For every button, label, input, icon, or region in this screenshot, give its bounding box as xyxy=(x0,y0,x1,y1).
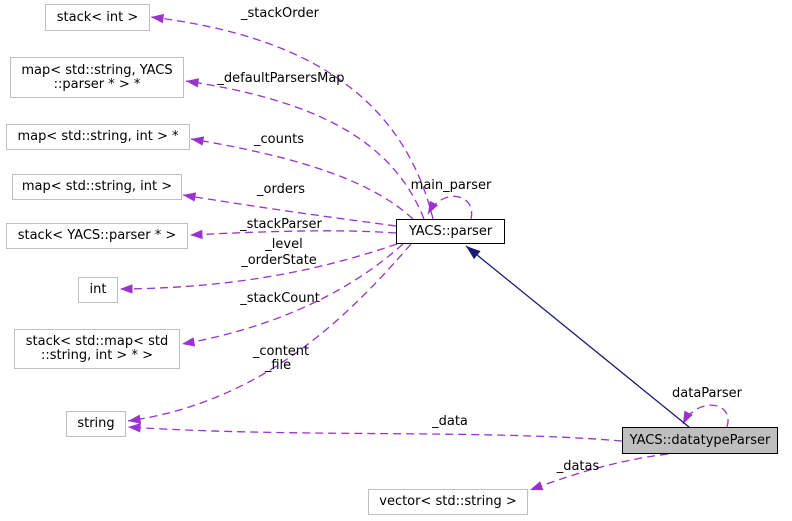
node-yacs-datatypeparser: YACS::datatypeParser xyxy=(622,427,778,454)
node-label-line2: ::string, int > * > xyxy=(41,348,153,363)
node-stack-map: stack< std::map< std ::string, int > * > xyxy=(14,329,180,369)
node-label: map< std::string, int > xyxy=(21,179,173,194)
node-label: stack< int > xyxy=(56,9,139,25)
node-stack-yacs-parser-ptr: stack< YACS::parser * > xyxy=(6,223,188,249)
edge-data-parser-selfloop xyxy=(682,404,729,428)
node-map-string-int-ptr: map< std::string, int > * xyxy=(6,124,190,150)
node-label: YACS::datatypeParser xyxy=(629,432,771,448)
edge-label-datas: _datas xyxy=(556,459,600,474)
node-vector-string: vector< std::string > xyxy=(368,489,528,515)
edge-default-parsers-map xyxy=(185,78,425,220)
edge-label-stack-order: _stackOrder xyxy=(241,6,319,21)
node-map-string-yacs-parser: map< std::string, YACS ::parser * > * xyxy=(10,57,184,98)
node-label-line1: stack< std::map< std xyxy=(25,334,169,349)
edge-label-main-parser: main_parser xyxy=(410,178,492,193)
edge-label-counts: _counts xyxy=(254,132,304,147)
node-yacs-parser[interactable]: YACS::parser xyxy=(396,219,505,244)
edge-stack-count xyxy=(181,243,404,347)
edge-label-default-parsers-map: _defaultParsersMap xyxy=(217,71,345,86)
edge-label-order-state: _orderState xyxy=(241,253,317,268)
edge-orders xyxy=(182,192,397,227)
node-string: string xyxy=(66,411,126,437)
node-int: int xyxy=(78,277,118,303)
edge-counts xyxy=(190,136,414,220)
edge-label-stack-parser: _stackParser xyxy=(240,217,322,232)
edge-stack-parser xyxy=(189,229,397,240)
edge-label-level: _level xyxy=(265,237,303,252)
node-label-line1: map< std::string, YACS xyxy=(21,62,173,78)
node-label-line2: ::parser * > * xyxy=(53,76,141,92)
edge-content-file xyxy=(127,243,412,424)
edge-label-orders: _orders xyxy=(257,182,305,197)
node-label: stack< YACS::parser * > xyxy=(17,228,177,243)
node-map-string-int: map< std::string, int > xyxy=(12,174,182,200)
edge-label-stack-count: _stackCount xyxy=(240,291,320,306)
node-label: YACS::parser xyxy=(408,223,493,239)
edge-label-content: _content xyxy=(252,344,310,359)
node-stack-int: stack< int > xyxy=(45,4,150,31)
edge-inheritance xyxy=(465,245,690,428)
edge-main-parser-selfloop xyxy=(427,195,473,220)
edge-stack-order xyxy=(150,13,434,220)
edge-data xyxy=(127,423,623,442)
edge-label-data-parser: dataParser xyxy=(672,386,742,401)
edge-label-data: _data xyxy=(432,414,468,429)
edge-label-file: _file xyxy=(264,358,292,373)
node-label: vector< std::string > xyxy=(379,494,517,509)
node-label: int xyxy=(89,282,107,297)
edge-datas xyxy=(529,453,669,491)
node-label: string xyxy=(77,416,115,431)
node-label: map< std::string, int > * xyxy=(17,129,179,144)
